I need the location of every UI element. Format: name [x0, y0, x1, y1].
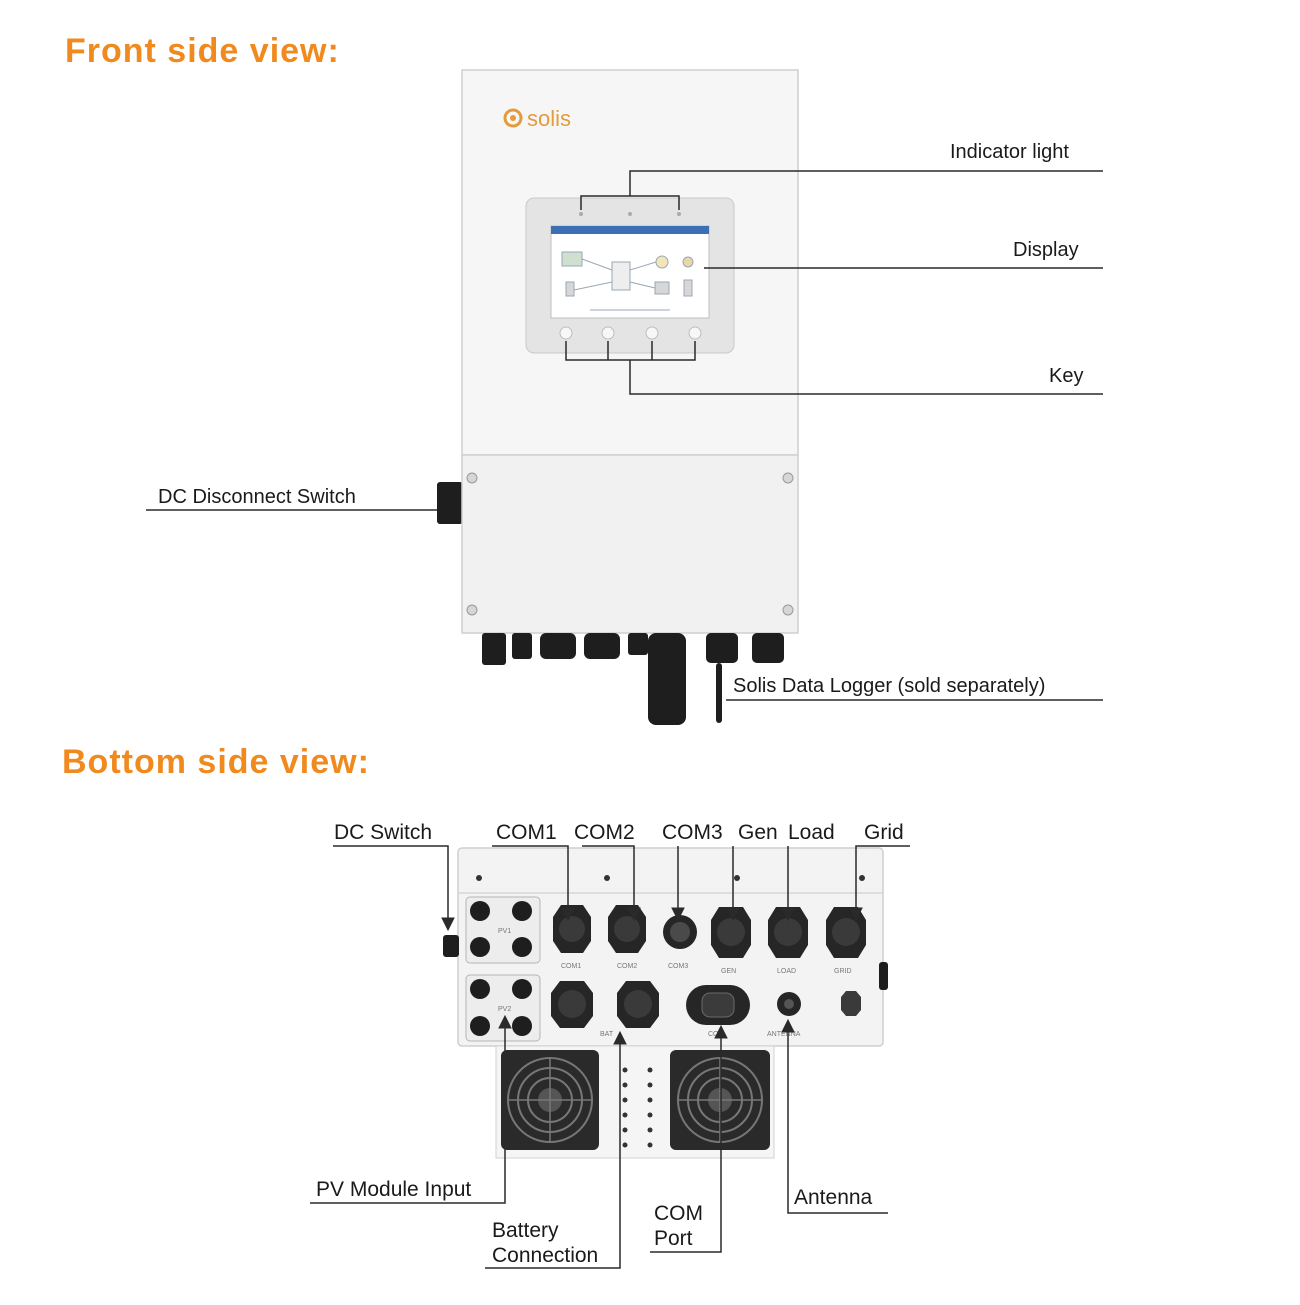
key-button-icon: [688, 326, 702, 340]
bottom-leader-lines: [310, 845, 910, 1269]
front-bottom-connectors: [482, 633, 784, 725]
screw-icon: [466, 604, 478, 616]
display-content: [561, 251, 694, 311]
inverter-lower-body: [461, 454, 799, 634]
key-button-icon: [645, 326, 659, 340]
pv-connector-icon: [512, 979, 532, 999]
load-label: Load: [788, 821, 835, 844]
screw-icon: [782, 472, 794, 484]
svg-text:COM1: COM1: [561, 963, 581, 970]
com2-label: COM2: [574, 821, 635, 844]
antenna-icon: [716, 663, 722, 723]
pv-connector-icon: [470, 901, 490, 921]
indicator-light-icon: [579, 212, 583, 216]
gen-label: Gen: [738, 821, 778, 844]
pv1-marking: PV1: [498, 928, 511, 935]
antenna-label: Antenna: [794, 1186, 873, 1209]
svg-text:GEN: GEN: [721, 968, 736, 975]
pv-connector-icon: [470, 979, 490, 999]
logo-text: solis: [527, 106, 571, 131]
pv-connector-icon: [470, 937, 490, 957]
data-logger-stick: [648, 633, 686, 725]
battery-label-line1: Battery: [492, 1219, 559, 1242]
display-label: Display: [1013, 239, 1079, 261]
svg-text:GRID: GRID: [834, 968, 852, 975]
bottom-view-heading: Bottom side view:: [62, 743, 370, 781]
pv-module-input-label: PV Module Input: [316, 1178, 472, 1201]
dc-switch-label: DC Switch: [334, 821, 433, 844]
com-port-label-line2: Port: [654, 1227, 693, 1251]
com-port-label-line1: COM: [654, 1202, 703, 1225]
indicator-light-icon: [677, 212, 681, 216]
screw-icon: [466, 472, 478, 484]
indicator-light-icon: [628, 212, 632, 216]
bottom-inverter: PV1 PV2 COM1 COM2 COM3 GEN LOAD: [443, 847, 888, 1159]
svg-text:COM2: COM2: [617, 963, 637, 970]
battery-connection-label: Battery Connection: [492, 1218, 598, 1268]
data-logger-label: Solis Data Logger (sold separately): [733, 675, 1046, 697]
front-view-heading: Front side view:: [65, 32, 340, 70]
second-row-ports: BAT COM ANTENNA: [551, 981, 861, 1038]
pv-connector-icon: [512, 937, 532, 957]
solis-logo: solis: [503, 106, 571, 131]
fan-right-icon: [670, 1050, 770, 1150]
com3-label: COM3: [662, 821, 723, 844]
display-status-bar: [551, 226, 709, 234]
pv-connector-icon: [470, 1016, 490, 1036]
svg-text:LOAD: LOAD: [777, 968, 796, 975]
fan-left-icon: [501, 1050, 599, 1150]
svg-text:COM3: COM3: [668, 963, 688, 970]
pv2-marking: PV2: [498, 1006, 511, 1013]
dc-disconnect-switch: [437, 482, 463, 524]
front-leader-lines: [146, 170, 1103, 701]
com1-label: COM1: [496, 821, 557, 844]
front-inverter: solis: [437, 69, 799, 725]
key-label: Key: [1049, 365, 1084, 387]
key-button-icon: [559, 326, 573, 340]
vent-plug-icon: [841, 991, 861, 1016]
com-port-label: COM Port: [654, 1201, 703, 1251]
pv-connector-icon: [512, 901, 532, 921]
svg-text:ANTENNA: ANTENNA: [767, 1031, 801, 1038]
dc-disconnect-switch-label: DC Disconnect Switch: [158, 486, 356, 508]
grid-label: Grid: [864, 821, 904, 844]
indicator-light-label: Indicator light: [950, 141, 1069, 163]
screw-icon: [782, 604, 794, 616]
battery-label-line2: Connection: [492, 1244, 599, 1268]
svg-text:BAT: BAT: [600, 1031, 614, 1038]
pv-connector-icon: [512, 1016, 532, 1036]
vent-holes: [622, 1067, 653, 1148]
key-button-icon: [601, 326, 615, 340]
